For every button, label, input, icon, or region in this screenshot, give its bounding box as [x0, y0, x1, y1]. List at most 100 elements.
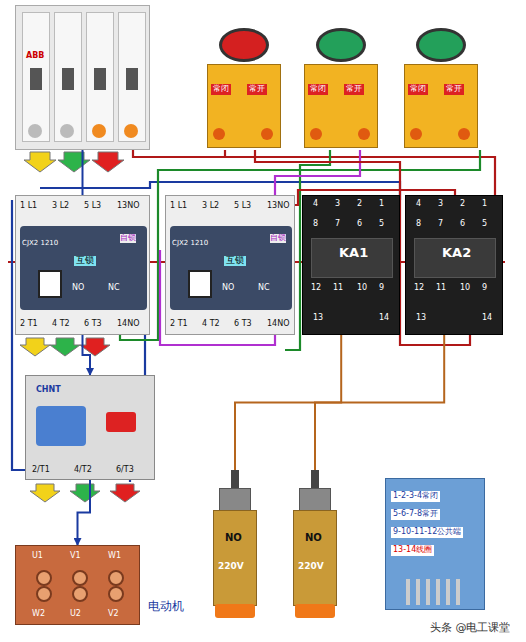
reset-button [106, 412, 136, 432]
arrow-red [80, 338, 110, 356]
terminal-screw [28, 124, 42, 138]
push-button: 常闭 常开 [205, 28, 283, 150]
label-text: NC [108, 284, 120, 293]
label-text: 自锁 [270, 234, 286, 243]
terminal-screw [124, 124, 138, 138]
label-text: CJX2 1210 [172, 240, 208, 248]
label-text: CHNT [36, 386, 61, 395]
terminal-screw [92, 124, 106, 138]
label-text: 13NO [267, 202, 289, 211]
label-text: 常开 [444, 84, 464, 95]
label-text: 9 [482, 284, 487, 293]
label-text: 常闭 [211, 84, 231, 95]
label-text: W1 [108, 552, 121, 561]
wire-connector [82, 150, 84, 195]
sensor-head [299, 488, 331, 512]
label-text: ABB [26, 52, 44, 61]
label-text: 13 [416, 314, 426, 323]
label-text: 8 [313, 220, 318, 229]
arrow-yellow [24, 152, 56, 172]
label-text: 6 [460, 220, 465, 229]
proximity-sensor: NO 220V [285, 470, 345, 620]
label-text: 自锁 [120, 234, 136, 243]
label-text: 3 [335, 200, 340, 209]
label-text: U2 [70, 610, 81, 619]
label-text: 2 T1 [20, 320, 38, 329]
terminal-screw [60, 124, 74, 138]
wire [224, 150, 226, 157]
terminal-stud [108, 586, 124, 602]
label-text: 常闭 [408, 84, 428, 95]
terminal-stud [36, 570, 52, 586]
wires [8, 140, 505, 482]
relay-socket: KA14321876512111091314 [302, 195, 400, 335]
label-text: 11 [436, 284, 446, 293]
label-text: 5 L3 [84, 202, 101, 211]
thermal-overload-relay: CHNT2/T14/T26/T3 [25, 375, 155, 480]
wire-connector [315, 335, 444, 470]
label-text: NO [222, 284, 234, 293]
label-text: 13-14线圈 [391, 545, 434, 556]
label-text: 1 L1 [170, 202, 187, 211]
label-text: 8 [416, 220, 421, 229]
label-text: 1-2-3-4常闭 [391, 491, 440, 502]
label-text: 2/T1 [32, 466, 50, 475]
label-text: 常闭 [308, 84, 328, 95]
motor-terminal-box: U1V1W1W2U2V2 [15, 545, 140, 625]
label-text: 6 T3 [84, 320, 102, 329]
terminal-stud [108, 570, 124, 586]
label-text: 常开 [247, 84, 267, 95]
button-cap [316, 28, 366, 62]
label-text: 4 [416, 200, 421, 209]
label-text: 3 L2 [202, 202, 219, 211]
label-text: 1 L1 [20, 202, 37, 211]
terminal-stud [72, 586, 88, 602]
arrow-yellow [20, 338, 50, 356]
sensor-face [295, 604, 335, 618]
label-text: 6 [357, 220, 362, 229]
label-text: 10 [460, 284, 470, 293]
label-text: 7 [438, 220, 443, 229]
terminal-screw [213, 128, 225, 140]
part-label: 电动机 [148, 598, 184, 615]
breaker-lever [94, 68, 106, 90]
relay-legend: 1-2-3-4常闭5-6-7-8常开9-10-11-12公共端13-14线圈 [385, 478, 485, 610]
arrow-yellow [30, 484, 60, 502]
button-cap [219, 28, 269, 62]
label-text: 6/T3 [116, 466, 134, 475]
label-text: V2 [108, 610, 119, 619]
label-text: 220V [218, 562, 244, 572]
label-text: 13NO [117, 202, 139, 211]
label-text: 5 [379, 220, 384, 229]
push-button: 常闭 常开 [402, 28, 480, 150]
label-text: 13 [313, 314, 323, 323]
label-text: 10 [357, 284, 367, 293]
arrow-green [50, 338, 80, 356]
watermark: 头条 @电工课堂 [430, 620, 511, 635]
label-text: 14 [379, 314, 389, 323]
terminal-screw [261, 128, 273, 140]
label-text: 5 L3 [234, 202, 251, 211]
label-text: 14 [482, 314, 492, 323]
label-text: 14NO [267, 320, 289, 329]
push-button: 常闭 常开 [302, 28, 380, 150]
arrow-red [110, 484, 140, 502]
terminal-stud [36, 586, 52, 602]
label-text: 220V [298, 562, 324, 572]
label-text: 2 [357, 200, 362, 209]
terminal-screw [358, 128, 370, 140]
label-text: 7 [335, 220, 340, 229]
wire-connector [78, 480, 91, 545]
label-text: U1 [32, 552, 43, 561]
label-text: W2 [32, 610, 45, 619]
breaker-lever [62, 68, 74, 90]
label-text: 9-10-11-12公共端 [391, 527, 463, 538]
sensor-cable [311, 470, 319, 490]
label-text: KA2 [442, 246, 471, 260]
label-text: 常开 [344, 84, 364, 95]
label-text: NO [305, 532, 322, 543]
contactor: 1 L13 L25 L313NOCJX2 1210互锁NONC自锁2 T14 T… [15, 195, 150, 335]
contactor: 1 L13 L25 L313NOCJX2 1210互锁NONC自锁2 T14 T… [165, 195, 295, 335]
sensor-body [213, 510, 257, 606]
contactor-window [188, 270, 212, 298]
